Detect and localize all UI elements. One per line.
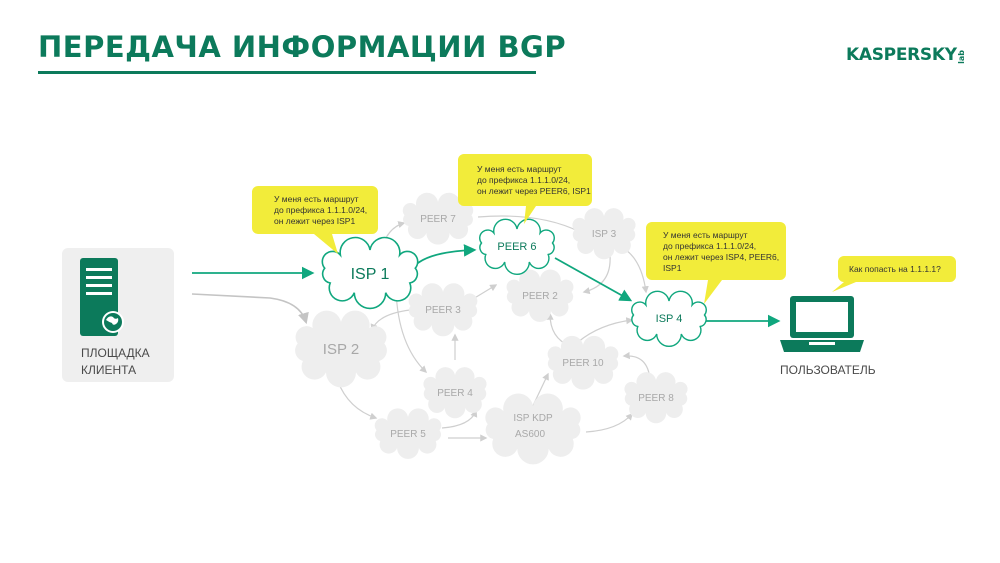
peer3-label: PEER 3 [425,305,461,316]
arrow-peer6-to-isp4 [554,257,633,302]
isp1-label: ISP 1 [351,266,390,283]
title-underline [38,71,536,74]
cloud-peer8 [624,372,688,424]
isp3-label: ISP 3 [592,229,617,240]
cloud-isp4 [631,290,707,347]
peer6-label: PEER 6 [497,241,536,253]
isp4-label: ISP 4 [656,313,683,325]
kaspersky-logo: KASPERSKY lab [846,40,966,65]
cloud-peer7 [402,192,474,245]
bubble-isp1-line3: он лежит через ISP1 [274,216,355,226]
cloud-isp1 [321,236,419,310]
isp-kdp-label-line1: ISP KDP [513,413,553,424]
arrow-peer5-to-peer4 [441,409,478,429]
client-site-label-line2: КЛИЕНТА [81,363,136,377]
peer8-label: PEER 8 [638,393,674,404]
cloud-peer5 [374,408,442,459]
isp2-label: ISP 2 [323,341,359,358]
arrow-peer7-to-isp3 [477,215,582,233]
cloud-peer4 [423,367,487,419]
client-site: ПЛОЩАДКА КЛИЕНТА [62,248,174,382]
bubble-isp4-line4: ISP1 [663,263,682,273]
peer5-label: PEER 5 [390,429,426,440]
bubble-isp4: У меня есть маршрут до префикса 1.1.1.0/… [646,222,786,304]
cloud-labels: ISP 1 ISP 2 ISP 3 ISP 4 PEER 2 PEER 3 PE… [323,214,683,440]
logo-wordmark: KASPERSKY [846,45,957,65]
bubble-isp4-line3: он лежит через ISP4, PEER6, [663,252,779,262]
peer7-label: PEER 7 [420,214,456,225]
isp-kdp-label-line2: AS600 [515,429,545,440]
laptop-icon [780,296,864,352]
cloud-peer10 [547,335,619,390]
bubble-isp1-line2: до префикса 1.1.1.0/24, [274,205,367,215]
arrow-isp1-to-peer6 [409,244,477,273]
arrow-isp3-to-peer2 [582,254,611,295]
bubble-isp1-line1: У меня есть маршрут [274,194,359,204]
page-title: ПЕРЕДАЧА ИНФОРМАЦИИ BGP [38,30,567,64]
user-label: ПОЛЬЗОВАТЕЛЬ [780,363,876,377]
cloud-isp3 [572,208,636,260]
bubble-isp1: У меня есть маршрут до префикса 1.1.1.0/… [252,186,378,254]
peer2-label: PEER 2 [522,291,558,302]
arrow-peer10-to-isp4 [577,317,634,343]
cloud-peer2 [506,269,574,322]
user: ПОЛЬЗОВАТЕЛЬ [780,296,876,377]
peer10-label: PEER 10 [562,358,604,369]
bubble-isp4-line1: У меня есть маршрут [663,230,748,240]
cloud-isp2 [295,310,387,388]
clouds [295,192,707,465]
bubble-user-line1: Как попасть на 1.1.1.1? [849,264,941,274]
bubble-peer6-line1: У меня есть маршрут [477,164,562,174]
arrow-isp-kdp-to-peer8 [585,412,633,433]
cloud-peer3 [408,283,478,337]
bubble-peer6-line3: он лежит через PEER6, ISP1 [477,186,591,196]
arrow-isp-kdp-to-peer10 [529,372,549,413]
bubble-user: Как попасть на 1.1.1.1? [832,256,956,292]
arrow-client-to-isp2 [191,293,309,325]
bubble-isp4-line2: до префикса 1.1.1.0/24, [663,241,756,251]
bubble-peer6: У меня есть маршрут до префикса 1.1.1.0/… [458,154,592,224]
cloud-peer6 [479,218,555,275]
cloud-isp-kdp [485,393,581,465]
gray-arrows [191,215,651,442]
client-site-label-line1: ПЛОЩАДКА [81,346,150,360]
arrow-isp3-to-isp4 [625,249,649,294]
bubble-peer6-line2: до префикса 1.1.1.0/24, [477,175,570,185]
peer4-label: PEER 4 [437,388,473,399]
green-arrows [192,244,781,328]
server-icon [80,258,124,336]
